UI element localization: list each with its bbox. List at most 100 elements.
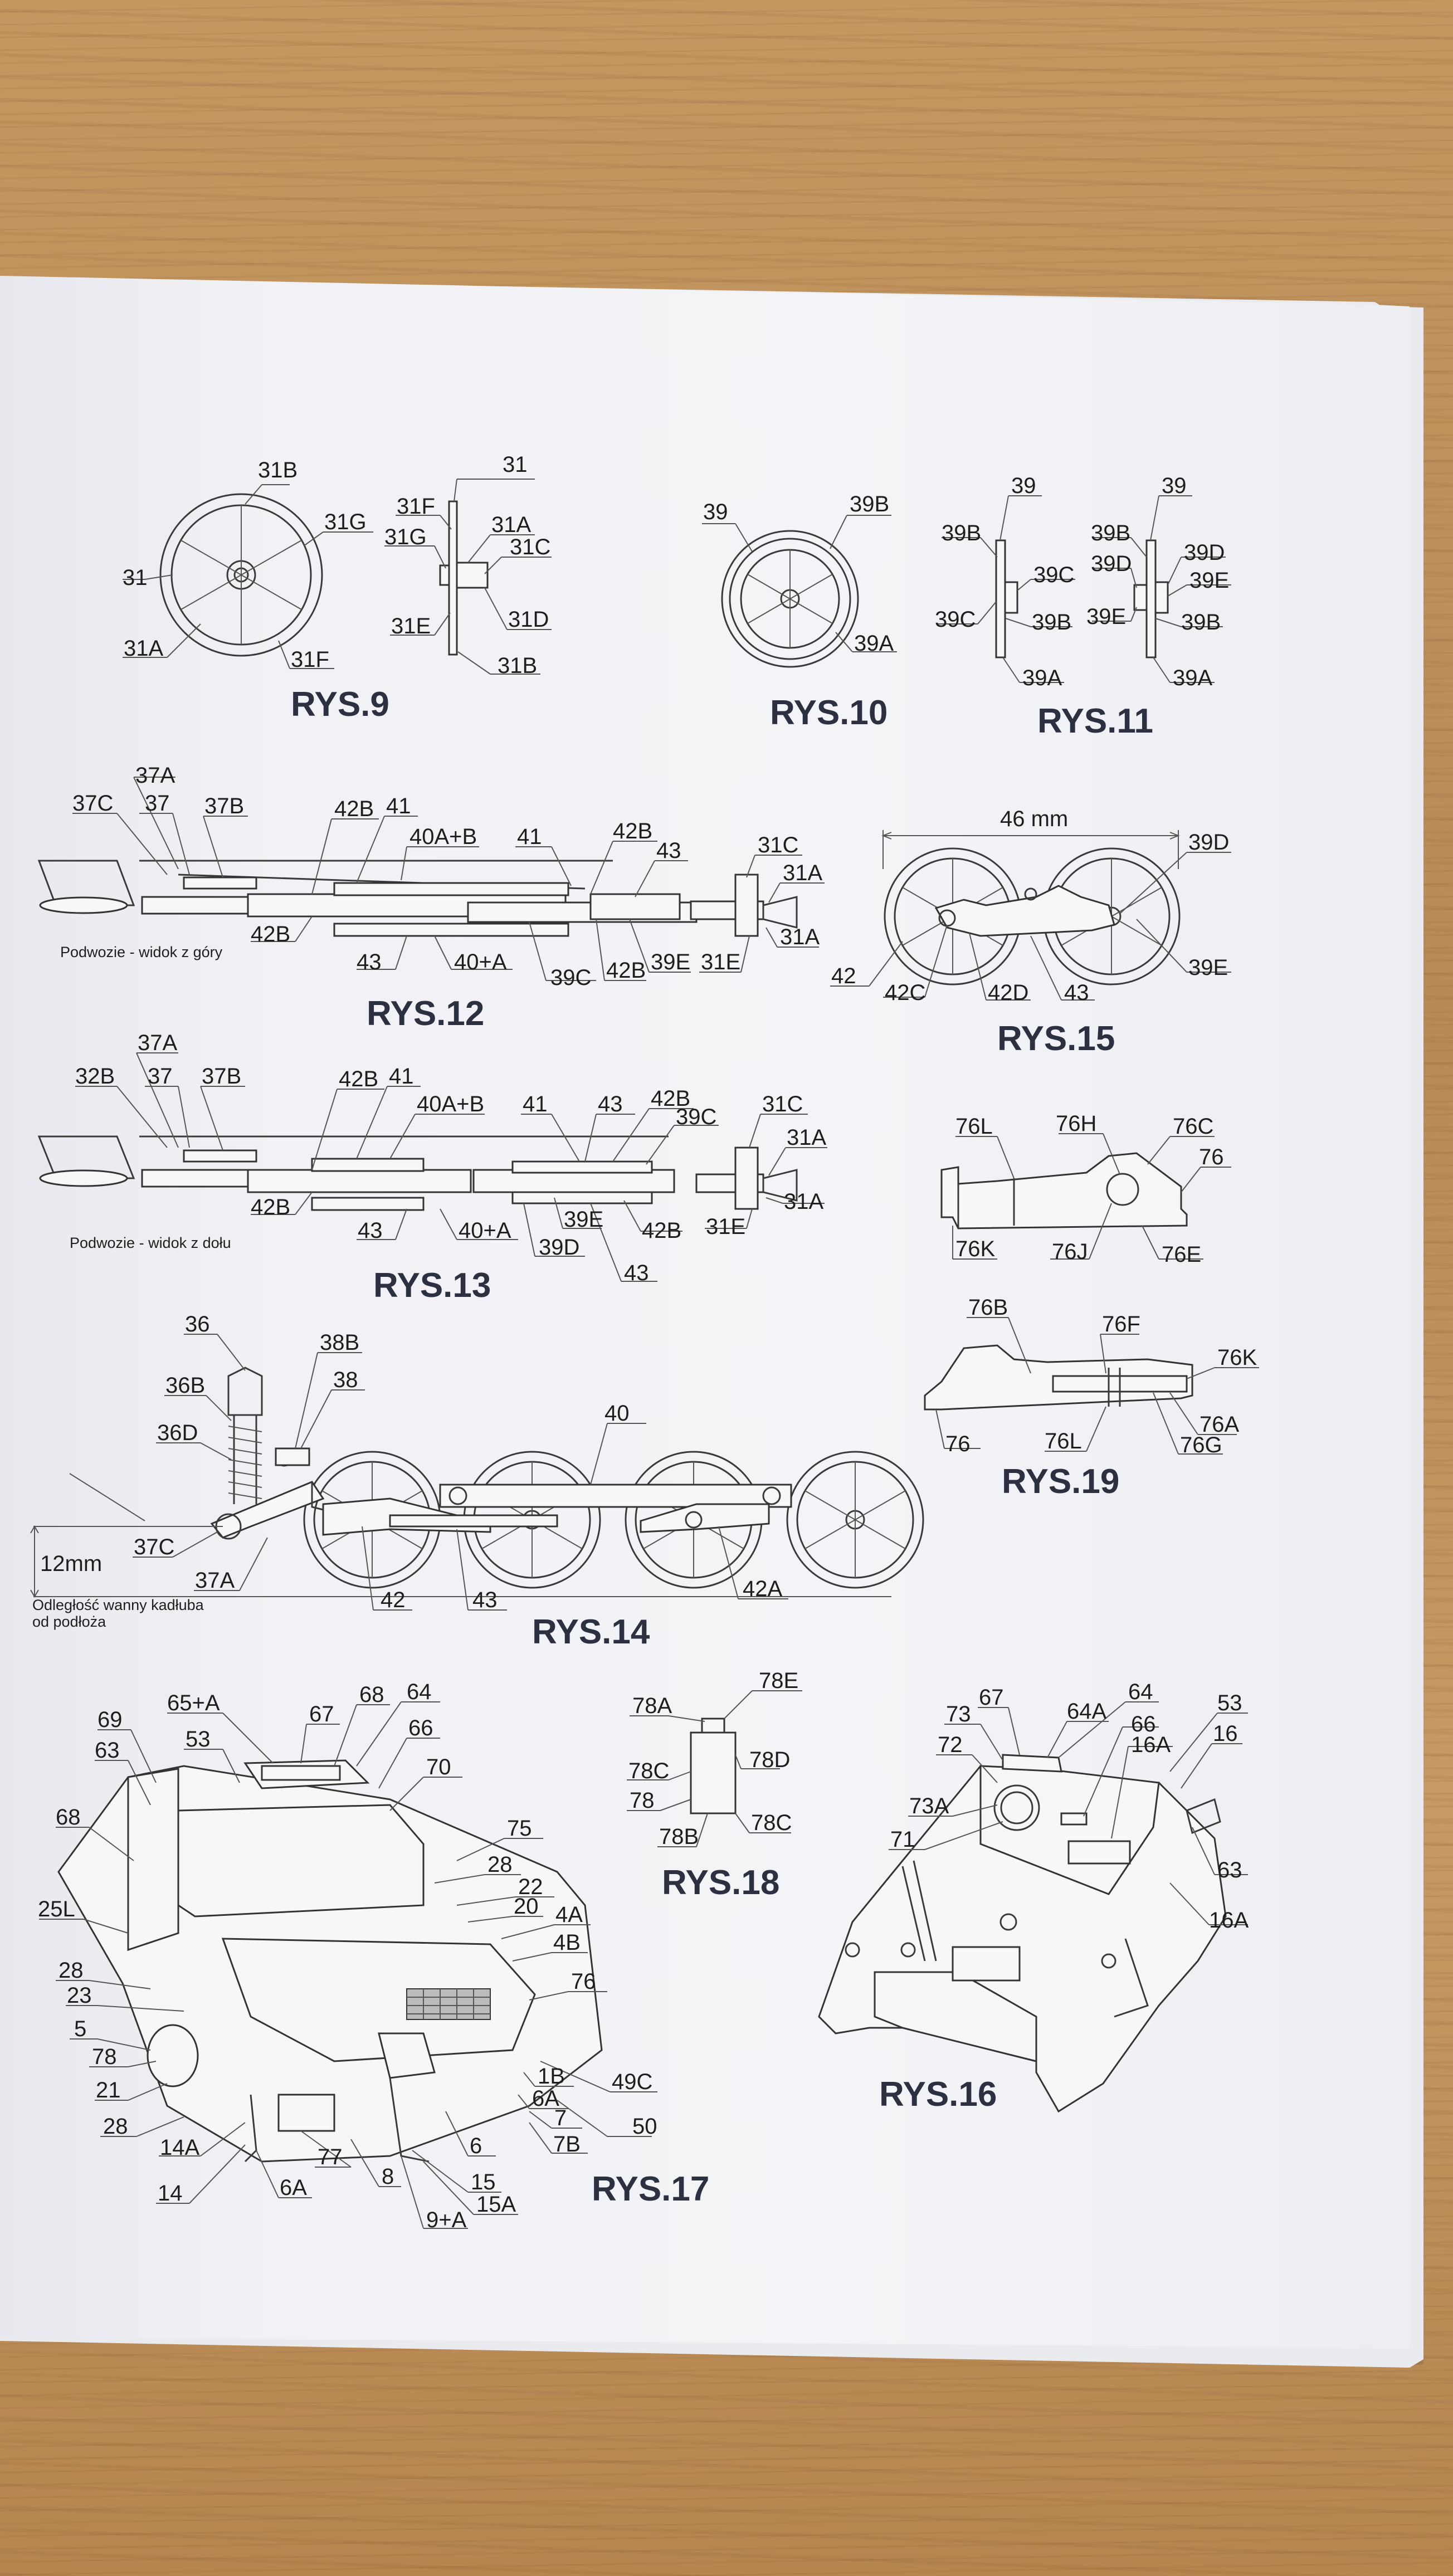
label-78d: 78D <box>749 1748 790 1772</box>
label-39b-a: 39B <box>942 521 981 545</box>
label-49c: 49C <box>612 2070 652 2094</box>
label-42c: 42C <box>885 980 925 1005</box>
label-36: 36 <box>185 1312 210 1336</box>
note-podwozie-gora: Podwozie - widok z góry <box>60 944 223 960</box>
label-78c-b: 78C <box>751 1811 792 1835</box>
figure-rys19-top: 76L 76H 76C 76 76K 76J 76E <box>940 1111 1231 1267</box>
label-16: 16 <box>1213 1721 1238 1746</box>
label-23: 23 <box>67 1983 92 2008</box>
dimension-12mm: 12mm <box>40 1552 102 1576</box>
label-31d: 31D <box>508 607 549 632</box>
label-40ab: 40A+B <box>409 824 477 849</box>
label-37c: 37C <box>134 1535 174 1559</box>
label-39d-a: 39D <box>1184 540 1225 565</box>
label-37a: 37A <box>138 1031 177 1055</box>
label-15: 15 <box>471 2170 496 2194</box>
label-39a-a: 39A <box>1022 666 1062 690</box>
label-41-b: 41 <box>517 824 542 849</box>
label-28-c: 28 <box>103 2114 128 2139</box>
label-42b-a: 42B <box>339 1067 378 1091</box>
label-39d: 39D <box>539 1235 579 1260</box>
label-40a: 40+A <box>454 950 507 974</box>
label-39: 39 <box>703 500 728 524</box>
label-31e: 31E <box>701 950 740 974</box>
label-73: 73 <box>946 1702 971 1726</box>
caption-rys9: RYS.9 <box>291 685 389 724</box>
label-76a: 76A <box>1200 1412 1239 1437</box>
label-39e-b: 39E <box>1086 604 1126 629</box>
label-39b: 39B <box>850 492 889 516</box>
label-76j: 76J <box>1052 1240 1088 1264</box>
label-43: 43 <box>472 1588 498 1612</box>
label-40: 40 <box>604 1401 630 1426</box>
label-76: 76 <box>1199 1145 1224 1169</box>
note-podwozie-dol: Podwozie - widok z dołu <box>70 1235 231 1251</box>
label-76e: 76E <box>1162 1242 1201 1267</box>
caption-rys19: RYS.19 <box>1002 1462 1119 1501</box>
figure-rys19: 76B 76F 76K 76A 76 76L 76G RYS.19 <box>924 1295 1259 1501</box>
label-68: 68 <box>359 1682 384 1707</box>
label-76k-b: 76K <box>1217 1345 1257 1370</box>
label-31a-a: 31A <box>783 861 822 885</box>
label-4b: 4B <box>553 1930 581 1955</box>
label-43-a: 43 <box>656 838 681 863</box>
label-76h: 76H <box>1056 1111 1096 1136</box>
label-39a-b: 39A <box>1173 666 1212 690</box>
label-71: 71 <box>890 1827 915 1852</box>
label-25l: 25L <box>38 1897 75 1921</box>
label-42b-a: 42B <box>334 797 374 821</box>
label-41-a: 41 <box>389 1064 414 1089</box>
label-7: 7 <box>554 2106 567 2130</box>
label-42b-b: 42B <box>651 1086 690 1111</box>
label-31e: 31E <box>391 614 431 638</box>
dimension-46mm: 46 mm <box>1000 807 1068 831</box>
label-42b-c: 42B <box>251 922 290 947</box>
label-14: 14 <box>158 2181 183 2206</box>
figure-rys9: 31B 31G 31 31A 31F 31F 31G 31E 31 31A 31… <box>123 452 552 724</box>
label-78a: 78A <box>632 1694 672 1718</box>
label-69: 69 <box>97 1707 123 1732</box>
label-37b: 37B <box>204 794 244 818</box>
label-37: 37 <box>145 791 170 816</box>
label-39e: 39E <box>651 950 690 974</box>
label-43-a: 43 <box>598 1092 623 1116</box>
label-40ab: 40A+B <box>417 1092 484 1116</box>
label-31g: 31G <box>324 510 367 534</box>
label-42b-d: 42B <box>642 1218 681 1243</box>
label-41-b: 41 <box>523 1092 548 1116</box>
label-76f: 76F <box>1102 1312 1140 1336</box>
figure-rys16: 67 64A 64 73 66 53 72 16A 16 73A 71 63 1… <box>818 1680 1249 2114</box>
label-39e: 39E <box>1188 955 1228 980</box>
figure-rys17: 69 65+A 67 68 64 63 53 66 70 68 75 28 22… <box>38 1680 709 2232</box>
label-39c-b: 39C <box>935 607 976 632</box>
label-9a: 9+A <box>426 2208 467 2232</box>
label-42: 42 <box>831 964 856 988</box>
label-37: 37 <box>148 1064 173 1089</box>
label-31a-side: 31A <box>491 513 531 537</box>
label-42: 42 <box>381 1588 406 1612</box>
label-66: 66 <box>1131 1712 1156 1736</box>
figure-rys14: 36 38B 36B 38 36D 40 37C 37A 42 43 42A 1… <box>30 1312 924 1651</box>
label-37a: 37A <box>135 763 175 788</box>
label-41-a: 41 <box>386 794 411 818</box>
label-39e-a: 39E <box>1189 568 1229 593</box>
label-31a-b: 31A <box>784 1189 823 1214</box>
label-75: 75 <box>507 1816 532 1841</box>
caption-rys11: RYS.11 <box>1037 702 1153 740</box>
label-31e: 31E <box>706 1214 745 1239</box>
label-65a: 65+A <box>167 1691 220 1715</box>
label-50: 50 <box>632 2114 657 2139</box>
label-31b-side: 31B <box>498 653 537 678</box>
label-7b: 7B <box>553 2132 581 2157</box>
label-39e: 39E <box>564 1207 603 1232</box>
caption-rys15: RYS.15 <box>997 1019 1115 1058</box>
label-77: 77 <box>318 2145 343 2169</box>
label-39b-c: 39B <box>1091 521 1130 545</box>
label-66: 66 <box>408 1716 433 1740</box>
label-31b: 31B <box>258 458 298 482</box>
label-39d-b: 39D <box>1091 552 1132 576</box>
label-31c: 31C <box>758 833 798 857</box>
caption-rys12: RYS.12 <box>367 994 484 1033</box>
label-31f: 31F <box>291 647 329 672</box>
